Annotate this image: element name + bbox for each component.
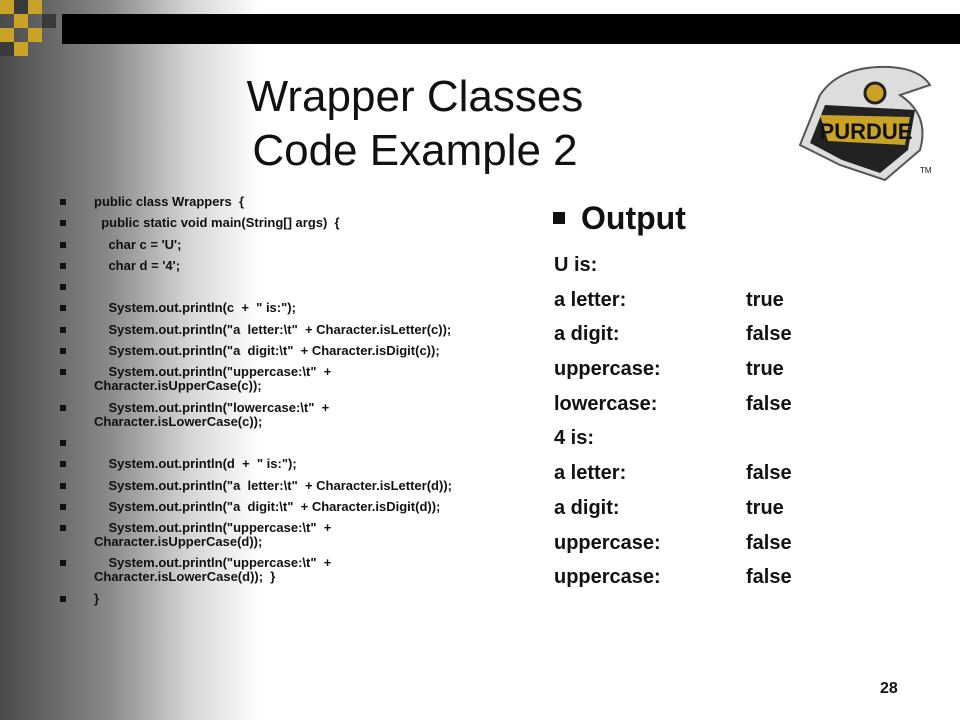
slide-title: Wrapper Classes Code Example 2 (130, 70, 700, 178)
output-value: true (746, 496, 784, 519)
output-label: a digit: (554, 323, 620, 346)
output-row: a digit: false (554, 317, 792, 352)
output-row: uppercase: false (554, 560, 792, 595)
output-value: false (746, 566, 792, 589)
output-value: false (746, 462, 792, 485)
output-label: a letter: (554, 462, 627, 485)
output-label: 4 is: (554, 427, 595, 450)
output-label: uppercase: (554, 566, 661, 589)
code-line: System.out.println("a letter:\t" + Chara… (60, 478, 540, 493)
output-value: true (746, 358, 784, 381)
output-row: uppercase: true (554, 352, 792, 387)
code-line (60, 280, 540, 294)
output-label: U is: (554, 254, 598, 276)
code-line: char c = 'U'; (60, 237, 540, 252)
output-row: lowercase: false (554, 387, 792, 422)
code-listing: public class Wrappers { public static vo… (60, 195, 540, 613)
header-bar (62, 14, 960, 44)
output-value: true (746, 288, 784, 311)
output-label: lowercase: (554, 392, 658, 415)
code-line: char d = '4'; (60, 258, 540, 273)
code-line: System.out.println(d + " is:"); (60, 457, 540, 471)
logo-tm: TM (920, 166, 932, 175)
output-row: a letter: false (554, 456, 792, 491)
title-line-1: Wrapper Classes (246, 72, 584, 121)
output-row: a letter: true (554, 283, 792, 318)
output-heading: Output (553, 200, 686, 237)
code-line: System.out.println("a digit:\t" + Charac… (60, 499, 540, 514)
code-line: System.out.println("uppercase:\t" + Char… (60, 365, 540, 393)
code-line: System.out.println("uppercase:\t" + Char… (60, 521, 540, 549)
code-line: System.out.println("a letter:\t" + Chara… (60, 322, 540, 337)
output-row: a digit: true (554, 491, 792, 526)
output-value: false (746, 531, 792, 554)
output-row: uppercase: false (554, 526, 792, 561)
bullet-icon (553, 211, 565, 224)
code-line: System.out.println(c + " is:"); (60, 301, 540, 315)
output-value: false (746, 392, 792, 415)
code-line: System.out.println("uppercase:\t" + Char… (60, 556, 540, 584)
code-line: public class Wrappers { (60, 195, 540, 209)
code-line: System.out.println("lowercase:\t" + Char… (60, 400, 540, 429)
output-label: a digit: (554, 496, 620, 519)
output-label: a letter: (554, 288, 627, 311)
purdue-logo: PURDUE TM (798, 65, 932, 182)
output-label: uppercase: (554, 358, 661, 381)
code-line: } (60, 591, 540, 606)
code-line: public static void main(String[] args) { (60, 216, 540, 230)
code-line: System.out.println("a digit:\t" + Charac… (60, 344, 540, 358)
page-number: 28 (880, 680, 898, 697)
output-row: U is: (554, 248, 792, 283)
title-line-2: Code Example 2 (252, 126, 578, 175)
code-line (60, 436, 540, 450)
output-value: false (746, 323, 792, 346)
output-row: 4 is: (554, 421, 792, 456)
output-label: uppercase: (554, 531, 661, 554)
logo-text: PURDUE (820, 119, 913, 144)
